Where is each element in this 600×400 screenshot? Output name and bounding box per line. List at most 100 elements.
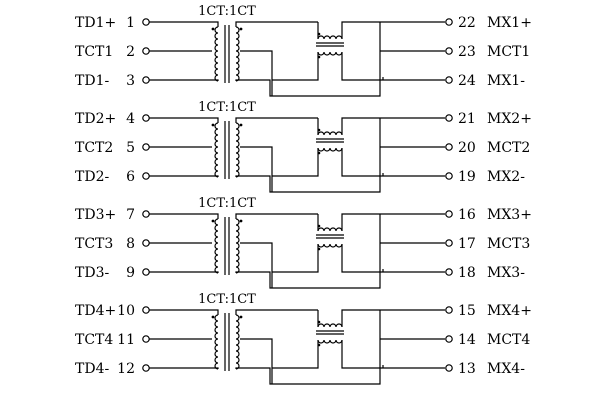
choke-winding-top	[317, 131, 343, 136]
secondary-winding	[235, 314, 240, 370]
choke-winding-bottom	[317, 339, 343, 344]
turns-ratio-label: 1CT:1CT	[198, 292, 256, 307]
pin-name-right: MX3-	[487, 265, 525, 281]
terminal-left	[142, 335, 150, 343]
terminal-right	[445, 143, 453, 151]
wire	[149, 79, 219, 81]
wire	[235, 309, 318, 315]
wire	[240, 242, 273, 288]
wire	[272, 52, 319, 81]
terminal-right	[445, 18, 453, 26]
terminal-left	[142, 239, 150, 247]
terminal-right	[445, 172, 453, 180]
wire	[341, 117, 445, 135]
pin-name-right: MCT4	[487, 332, 530, 348]
choke-winding-bottom	[317, 147, 343, 152]
polarity-dot	[317, 224, 321, 228]
pin-number-right: 14	[458, 332, 476, 348]
pin-name-left: TCT2	[75, 140, 113, 156]
wire	[149, 271, 219, 273]
terminal-left	[142, 172, 150, 180]
pin-number-left: 5	[126, 140, 135, 156]
pin-number-right: 24	[458, 73, 476, 89]
terminal-left	[142, 47, 150, 55]
pin-number-left: 10	[117, 303, 135, 319]
pin-number-left: 7	[126, 207, 135, 223]
primary-winding	[214, 218, 219, 274]
pin-number-left: 12	[117, 361, 135, 377]
terminal-right	[445, 47, 453, 55]
polarity-dot	[317, 320, 321, 324]
pin-number-left: 11	[117, 332, 135, 348]
pin-number-right: 20	[458, 140, 476, 156]
secondary-winding	[235, 26, 240, 82]
pin-number-right: 13	[458, 361, 476, 377]
polarity-dot	[211, 219, 215, 223]
terminal-left	[142, 18, 150, 26]
wire	[235, 175, 345, 193]
wire	[341, 148, 445, 177]
polarity-dot	[211, 123, 215, 127]
pin-name-right: MX1-	[487, 73, 525, 89]
terminal-right	[445, 306, 453, 314]
pin-name-left: TD4-	[75, 361, 109, 377]
wire	[341, 21, 445, 39]
terminal-right	[445, 76, 453, 84]
polarity-dot	[317, 32, 321, 36]
wire	[341, 244, 445, 273]
polarity-dot	[239, 27, 243, 31]
pin-number-right: 21	[458, 111, 476, 127]
terminal-left	[142, 210, 150, 218]
turns-ratio-label: 1CT:1CT	[198, 196, 256, 211]
polarity-dot	[317, 247, 321, 251]
primary-winding	[214, 26, 219, 82]
pin-name-right: MX4-	[487, 361, 525, 377]
pin-name-right: MCT1	[487, 44, 530, 60]
terminal-right	[445, 114, 453, 122]
pin-name-left: TD3-	[75, 265, 109, 281]
wire	[149, 213, 219, 219]
pin-number-right: 19	[458, 169, 476, 185]
turns-ratio-label: 1CT:1CT	[198, 100, 256, 115]
polarity-dot	[211, 27, 215, 31]
secondary-winding	[235, 122, 240, 178]
pin-number-left: 8	[126, 236, 135, 252]
pin-name-left: TD2-	[75, 169, 109, 185]
wire	[235, 271, 345, 289]
wire	[345, 214, 381, 289]
wire	[341, 52, 445, 81]
pin-number-left: 4	[126, 111, 135, 127]
pin-name-right: MCT3	[487, 236, 530, 252]
pin-number-right: 22	[458, 15, 476, 31]
pin-name-left: TD1+	[75, 15, 116, 31]
pin-number-left: 2	[126, 44, 135, 60]
pin-number-right: 15	[458, 303, 476, 319]
pin-name-left: TD2+	[75, 111, 116, 127]
terminal-right	[445, 268, 453, 276]
wire	[149, 367, 219, 369]
terminal-left	[142, 306, 150, 314]
pin-number-right: 18	[458, 265, 476, 281]
turns-ratio-label: 1CT:1CT	[198, 4, 256, 19]
wire	[149, 21, 219, 27]
wire	[341, 213, 445, 231]
wire	[235, 213, 318, 219]
polarity-dot	[317, 128, 321, 132]
wire	[345, 22, 381, 97]
pin-name-right: MX2+	[487, 111, 532, 127]
polarity-dot	[317, 55, 321, 59]
choke-winding-bottom	[317, 243, 343, 248]
wire	[235, 117, 318, 123]
terminal-right	[445, 210, 453, 218]
terminal-left	[142, 268, 150, 276]
pin-name-right: MX3+	[487, 207, 532, 223]
wire	[240, 146, 273, 192]
pin-name-right: MCT2	[487, 140, 530, 156]
primary-winding	[214, 314, 219, 370]
choke-winding-top	[317, 323, 343, 328]
terminal-left	[142, 143, 150, 151]
